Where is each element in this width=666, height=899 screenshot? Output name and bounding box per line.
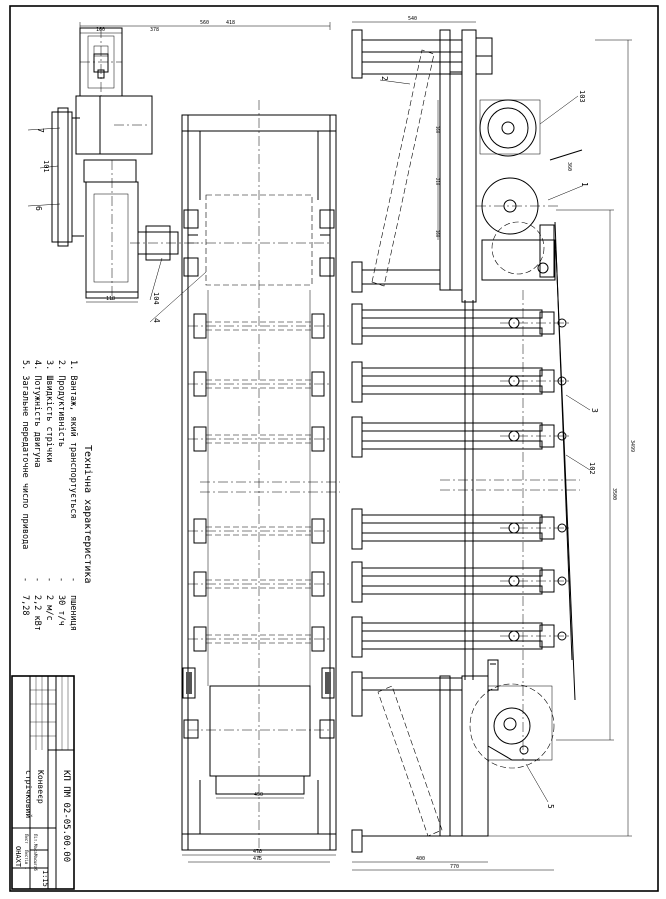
- svg-text:160: 160: [435, 230, 440, 238]
- plan-dimensions: 470 475 450 418: [182, 20, 336, 863]
- callout-6: 6: [34, 206, 43, 211]
- idler-support: [188, 426, 330, 452]
- head-drum-bearings: [183, 209, 335, 277]
- dim-475: 475: [253, 856, 262, 862]
- callout-101: 101: [42, 160, 50, 173]
- tech-row-2-value: 30 т/ч: [56, 595, 66, 626]
- tech-row-4-value: 2,2 кВт: [32, 595, 42, 631]
- svg-text:378: 378: [150, 27, 159, 33]
- dim-3499: 3499: [629, 440, 635, 452]
- svg-text:Масштаб: Масштаб: [33, 854, 38, 871]
- side-idler: [351, 508, 570, 550]
- dim-118: 118: [106, 296, 115, 302]
- callout-104: 104: [152, 292, 160, 305]
- callouts: 7 6 101 104 4 2 103 1 3 102 5: [27, 76, 599, 809]
- tail-tensioners: [182, 667, 335, 739]
- drive-dimensions: 560 160 118 378: [79, 20, 331, 303]
- callout-102: 102: [588, 462, 596, 475]
- idler-support: [188, 626, 330, 652]
- idler-support: [188, 518, 330, 544]
- idler-support: [188, 571, 330, 597]
- side-idler: [351, 361, 570, 403]
- tech-row-5-value: 7,28: [20, 595, 30, 615]
- tech-row-2-label: 2. Продуктивність: [56, 360, 66, 447]
- callout-1: 1: [580, 182, 589, 187]
- tech-row-4-label: 4. Потужність двигуна: [32, 360, 42, 467]
- svg-text:Літ.: Літ.: [33, 834, 38, 844]
- tech-row-3-label: 3. Швидкість стрічки: [44, 360, 54, 462]
- callout-2: 2: [380, 76, 389, 81]
- dim-540: 540: [408, 16, 417, 22]
- side-idler: [351, 561, 570, 603]
- svg-text:160: 160: [435, 126, 440, 134]
- callout-5: 5: [546, 804, 555, 809]
- idler-supports: [188, 313, 330, 652]
- svg-text:Лист: Лист: [24, 834, 29, 844]
- svg-text:210: 210: [435, 178, 440, 186]
- callout-4: 4: [152, 318, 161, 323]
- dim-450: 450: [254, 792, 263, 798]
- tech-row-1-label: 1. Вантаж, який транспортується: [68, 360, 78, 519]
- dim-3500: 3500: [611, 488, 617, 500]
- dim-400: 400: [416, 856, 425, 862]
- conveyor-side-view: [351, 29, 583, 853]
- dim-470: 470: [253, 849, 262, 855]
- title-name-line1: Конвеєр: [36, 770, 45, 804]
- side-view-idlers: [351, 303, 570, 658]
- svg-text:-: -: [20, 577, 30, 582]
- title-block: КП ПМ 02-05.00.00 Конвеєр стрічковий Літ…: [11, 675, 75, 890]
- svg-text:-: -: [32, 577, 42, 582]
- callout-3: 3: [590, 408, 599, 413]
- conveyor-plan-view: [181, 100, 340, 860]
- title-org: ОНАХТ: [14, 846, 22, 868]
- drive-assembly: [51, 27, 200, 300]
- title-scale: 1:15: [41, 870, 49, 887]
- side-idler: [351, 416, 570, 458]
- tech-characteristics: Технічна характеристика 1. Вантаж, який …: [20, 360, 94, 631]
- idler-support: [188, 313, 330, 339]
- svg-text:-: -: [44, 577, 54, 582]
- side-idler: [351, 616, 570, 658]
- dim-360: 360: [566, 162, 572, 171]
- svg-text:Листів 1: Листів 1: [24, 850, 29, 870]
- callout-7: 7: [36, 128, 45, 133]
- tech-row-5-label: 5. Загальне передаточне число привода: [20, 360, 30, 549]
- dim-770: 770: [450, 864, 459, 870]
- tech-row-1-value: пшениця: [68, 595, 78, 631]
- title-name-line2: стрічковий: [24, 770, 33, 818]
- dim-418: 418: [226, 20, 235, 26]
- svg-text:-: -: [68, 577, 78, 582]
- sheet-frame: [9, 5, 659, 892]
- title-designation: КП ПМ 02-05.00.00: [61, 770, 71, 862]
- svg-text:-: -: [56, 577, 66, 582]
- svg-text:Маса: Маса: [33, 844, 38, 854]
- side-idler: [351, 303, 570, 345]
- callout-103: 103: [578, 90, 586, 103]
- tech-row-3-value: 2 м/с: [44, 595, 54, 621]
- side-dimensions: 540 400 770 360 3499 3500 160 210 160: [352, 16, 635, 871]
- tech-title: Технічна характеристика: [82, 445, 94, 583]
- dim-160: 160: [96, 27, 105, 33]
- dim-560: 560: [200, 20, 209, 26]
- idler-support: [188, 371, 330, 397]
